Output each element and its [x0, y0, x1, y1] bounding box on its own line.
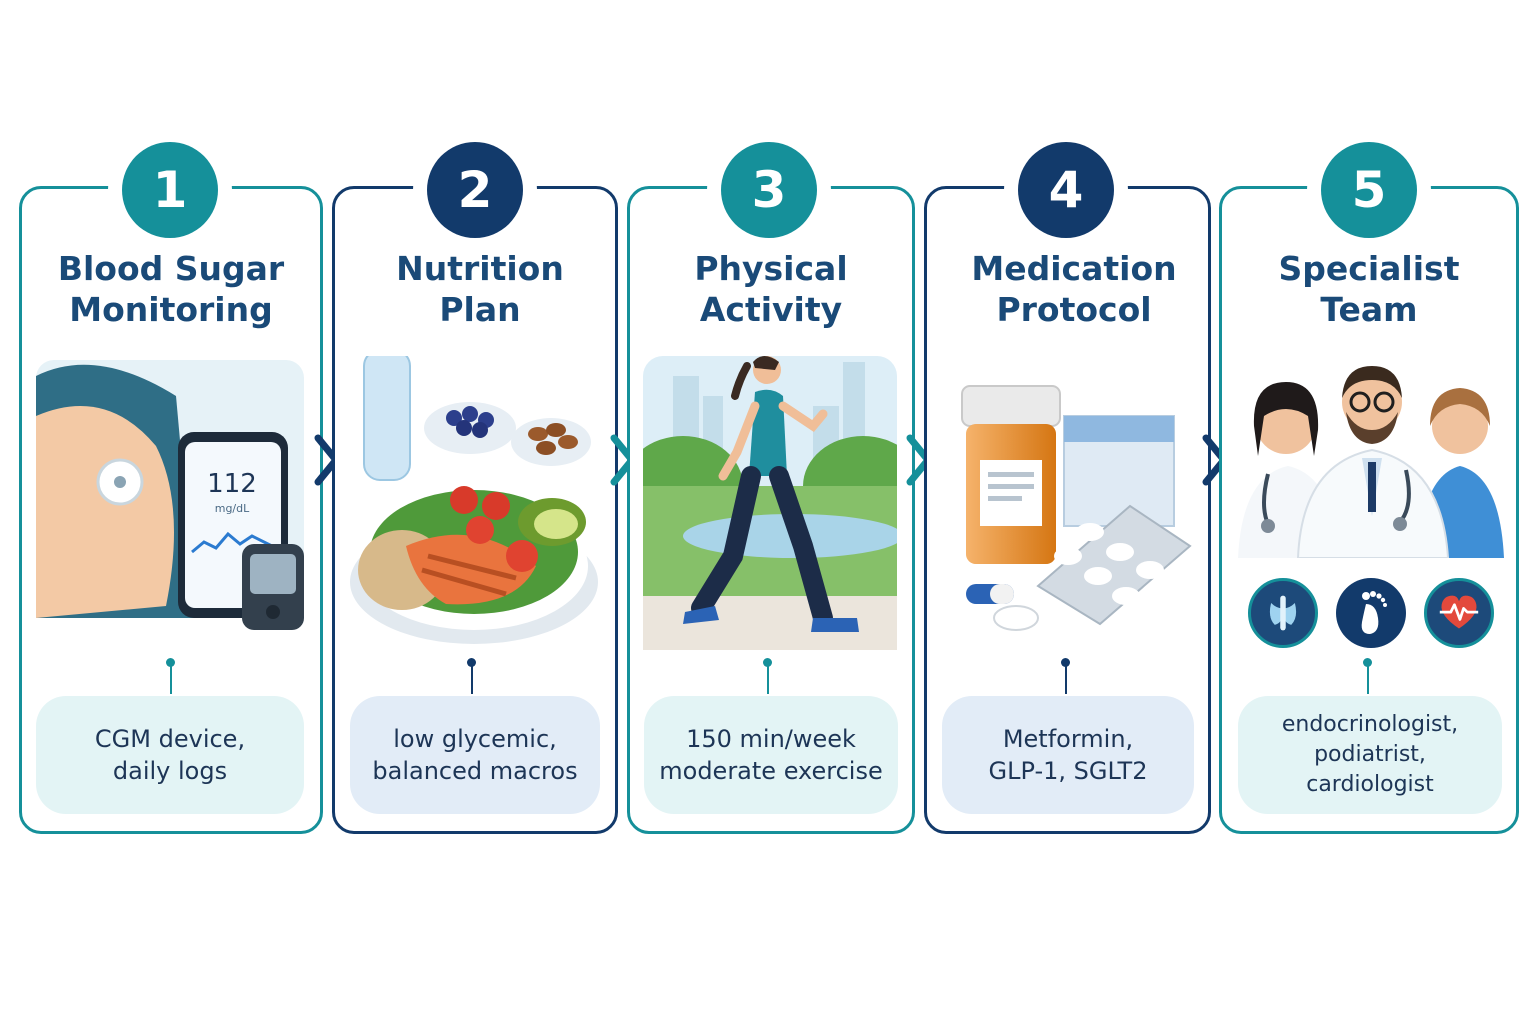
step-title-3-line1: Physical: [694, 249, 848, 288]
step-title-2-line2: Plan: [439, 290, 521, 329]
phone-glucose-reading: 112: [207, 469, 257, 499]
step-number-badge-3: 3: [721, 142, 817, 238]
step-title-4: Medication Protocol: [924, 248, 1224, 330]
step-title-5-line2: Team: [1320, 290, 1418, 329]
step-description-5-line2: podiatrist,: [1314, 742, 1426, 767]
step-number-badge-2: 2: [427, 142, 523, 238]
phone-glucose-unit: mg/dL: [215, 502, 250, 515]
step-description-5: endocrinologist, podiatrist, cardiologis…: [1238, 696, 1502, 814]
step-title-4-line1: Medication: [971, 249, 1177, 288]
step-title-3: Physical Activity: [627, 248, 915, 330]
connector-dot-1: [166, 658, 175, 667]
foot-icon: [1336, 578, 1406, 648]
step-description-4: Metformin, GLP-1, SGLT2: [942, 696, 1194, 814]
thyroid-icon: [1248, 578, 1318, 648]
step-description-4-line1: Metformin,: [1002, 725, 1134, 753]
connector-dot-4: [1061, 658, 1070, 667]
connector-line-2: [470, 666, 473, 694]
connector-dot-3: [763, 658, 772, 667]
step-title-5: Specialist Team: [1219, 248, 1519, 330]
step-title-4-line2: Protocol: [996, 290, 1152, 329]
step-description-5-line1: endocrinologist,: [1281, 712, 1459, 737]
step-title-1: Blood Sugar Monitoring: [19, 248, 323, 330]
cgm-monitoring-illustration: 112 mg/dL: [36, 356, 306, 646]
connector-line-1: [169, 666, 172, 694]
step-description-1: CGM device, daily logs: [36, 696, 304, 814]
connector-line-4: [1064, 666, 1067, 694]
connector-dot-2: [467, 658, 476, 667]
nutrition-plate-illustration: [346, 356, 616, 646]
step-description-3-line1: 150 min/week: [686, 725, 856, 753]
step-number-badge-5: 5: [1321, 142, 1417, 238]
step-description-5-line3: cardiologist: [1306, 772, 1434, 797]
step-description-2-line1: low glycemic,: [393, 725, 557, 753]
step-description-1-line2: daily logs: [112, 757, 228, 785]
step-number-badge-1: 1: [122, 142, 218, 238]
step-number-badge-4: 4: [1018, 142, 1114, 238]
walking-woman-illustration: [643, 356, 897, 650]
step-description-1-line1: CGM device,: [94, 725, 246, 753]
connector-line-3: [766, 666, 769, 694]
heart-pulse-icon: [1424, 578, 1494, 648]
step-title-1-line2: Monitoring: [69, 290, 273, 329]
medication-pills-illustration: [940, 356, 1210, 646]
step-description-3-line2: moderate exercise: [659, 757, 883, 785]
step-title-2: Nutrition Plan: [332, 248, 628, 330]
step-description-3: 150 min/week moderate exercise: [644, 696, 898, 814]
step-title-5-line1: Specialist: [1278, 249, 1460, 288]
step-description-4-line2: GLP-1, SGLT2: [988, 757, 1148, 785]
step-title-2-line1: Nutrition: [396, 249, 564, 288]
specialist-team-illustration: [1238, 346, 1508, 558]
step-title-3-line2: Activity: [699, 290, 843, 329]
step-description-2-line2: balanced macros: [372, 757, 578, 785]
step-description-2: low glycemic, balanced macros: [350, 696, 600, 814]
connector-line-5: [1366, 666, 1369, 694]
step-title-1-line1: Blood Sugar: [57, 249, 285, 288]
connector-dot-5: [1363, 658, 1372, 667]
